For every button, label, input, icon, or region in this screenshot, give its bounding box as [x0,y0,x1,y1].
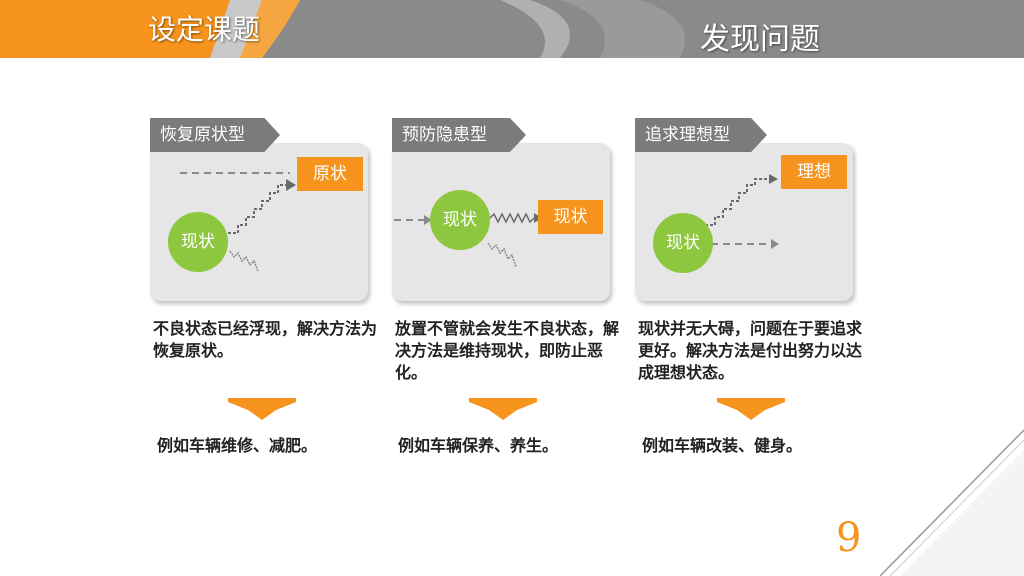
tag-prevent: 预防隐患型 [392,118,526,152]
decline-line [487,242,517,268]
header-decoration [0,0,1024,58]
status-circle-restore: 现状 [168,212,228,272]
example-ideal: 例如车辆改装、健身。 [642,436,803,455]
stair-arrowhead [769,174,778,184]
description-prevent: 放置不管就会发生不良状态，解决方法是维持现状，即防止恶化。 [395,319,620,382]
target-box-restore: 原状 [297,157,363,191]
down-arrow-icon [469,398,537,420]
wave-line [489,212,535,224]
status-circle-prevent: 现状 [430,190,490,250]
target-box-prevent: 现状 [538,200,603,234]
description-restore: 不良状态已经浮现，解决方法为恢复原状。 [153,319,378,360]
status-circle-ideal: 现状 [653,213,713,273]
tag-ideal: 追求理想型 [635,118,767,152]
header-bar: 设定课题 发现问题 [0,0,1024,58]
down-arrow-icon [228,398,296,420]
tag-restore: 恢复原状型 [150,118,280,152]
down-arrow-icon [717,398,785,420]
header-right-title: 发现问题 [700,22,820,57]
decline-line [229,250,259,272]
header-left-title: 设定课题 [148,13,261,46]
ideal-diagram [705,174,779,249]
target-box-ideal: 理想 [781,155,847,189]
restore-diagram [180,172,296,272]
description-ideal: 现状并无大碍，问题在于要追求更好。解决方法是付出努力以达成理想状态。 [638,319,863,382]
page-number: 9 [836,515,862,561]
stair-arrowhead [286,179,296,191]
example-restore: 例如车辆维修、减肥。 [157,436,318,455]
example-prevent: 例如车辆保养、养生。 [398,436,559,455]
